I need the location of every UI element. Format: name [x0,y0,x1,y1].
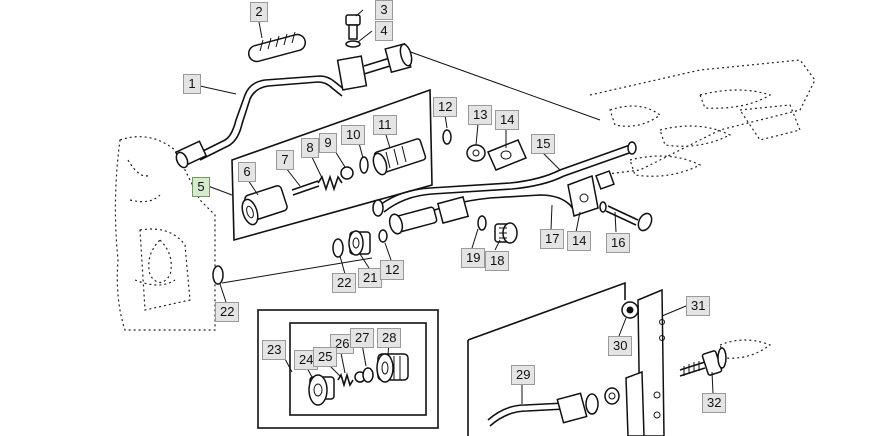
callout-6: 6 [238,162,256,182]
callout-9: 9 [319,133,337,153]
callout-5: 5 [192,177,210,197]
leader-lines [199,9,714,404]
callout-28: 28 [377,328,402,348]
union-fitting [372,196,470,235]
callout-10: 10 [341,125,366,145]
callout-2: 2 [250,2,268,22]
frame-background [589,59,816,359]
callout-13: 13 [468,105,493,125]
callout-17: 17 [540,229,565,249]
plug-18 [494,222,518,244]
callout-25: 25 [313,347,338,367]
callout-30: 30 [608,336,633,356]
detail-box-bracket [467,281,727,436]
pipe-1 [174,75,346,169]
callout-12: 12 [380,260,405,280]
callout-29: 29 [511,365,536,385]
bolt-3 [345,14,361,48]
washer-12 [442,129,452,145]
callout-16: 16 [606,233,631,253]
clamp-14-upper [486,139,528,171]
callout-22: 22 [215,302,240,322]
callout-14: 14 [495,110,520,130]
callout-7: 7 [276,150,294,170]
engine-housing [114,136,216,331]
callout-1: 1 [183,74,201,94]
callout-21: 21 [358,268,383,288]
clamp-14-lower [567,170,615,217]
sleeve-2 [247,31,307,63]
check-valve-parts [308,353,409,406]
washer-19 [477,215,487,231]
callout-18: 18 [485,251,510,271]
lower-parts [332,229,388,258]
callout-8: 8 [301,138,319,158]
callout-23: 23 [262,340,287,360]
callout-31: 31 [686,296,711,316]
callout-19: 19 [461,248,486,268]
callout-11: 11 [373,115,397,135]
callout-27: 27 [350,328,375,348]
callout-4: 4 [375,21,393,41]
washer-22-left [212,265,224,285]
nut-13 [466,144,486,162]
callout-3: 3 [375,0,393,20]
tee-fitting [336,42,413,91]
callout-12: 12 [433,97,458,117]
detail-box-23 [257,309,439,429]
callout-22: 22 [332,273,357,293]
callout-15: 15 [531,134,556,154]
callout-14: 14 [567,231,592,251]
detail-box-5 [231,88,433,242]
callout-32: 32 [702,393,727,413]
bolt-16 [599,201,653,232]
